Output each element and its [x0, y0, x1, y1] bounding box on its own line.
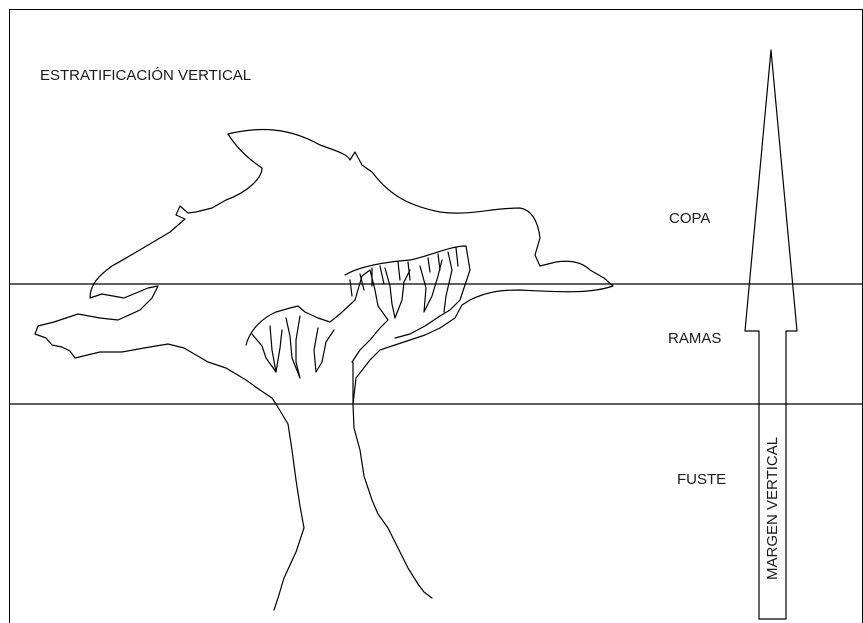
diagram-frame	[10, 10, 863, 623]
layer-label-copa: COPA	[669, 210, 710, 227]
tree-branch-5	[286, 316, 300, 378]
tree-crown-hollow	[345, 246, 470, 338]
tree-crown-left	[35, 134, 276, 404]
tree-branch-hatch	[350, 248, 458, 296]
tree-branch-6	[314, 328, 334, 372]
tree-branch-3	[420, 260, 442, 312]
tree-branch-2	[385, 268, 410, 318]
tree-trunk-right	[353, 404, 432, 598]
tree-lower-opening	[246, 300, 355, 345]
arrow-label: MARGEN VERTICAL	[764, 437, 781, 580]
layer-label-fuste: FUSTE	[677, 471, 726, 488]
tree-trunk-left	[274, 404, 304, 610]
tree-branch-4	[444, 252, 452, 312]
diagram-title: ESTRATIFICACIÓN VERTICAL	[40, 67, 251, 84]
tree-drawing	[35, 129, 613, 610]
vertical-margin-arrow: MARGEN VERTICAL	[745, 50, 797, 619]
layer-label-ramas: RAMAS	[668, 330, 721, 347]
